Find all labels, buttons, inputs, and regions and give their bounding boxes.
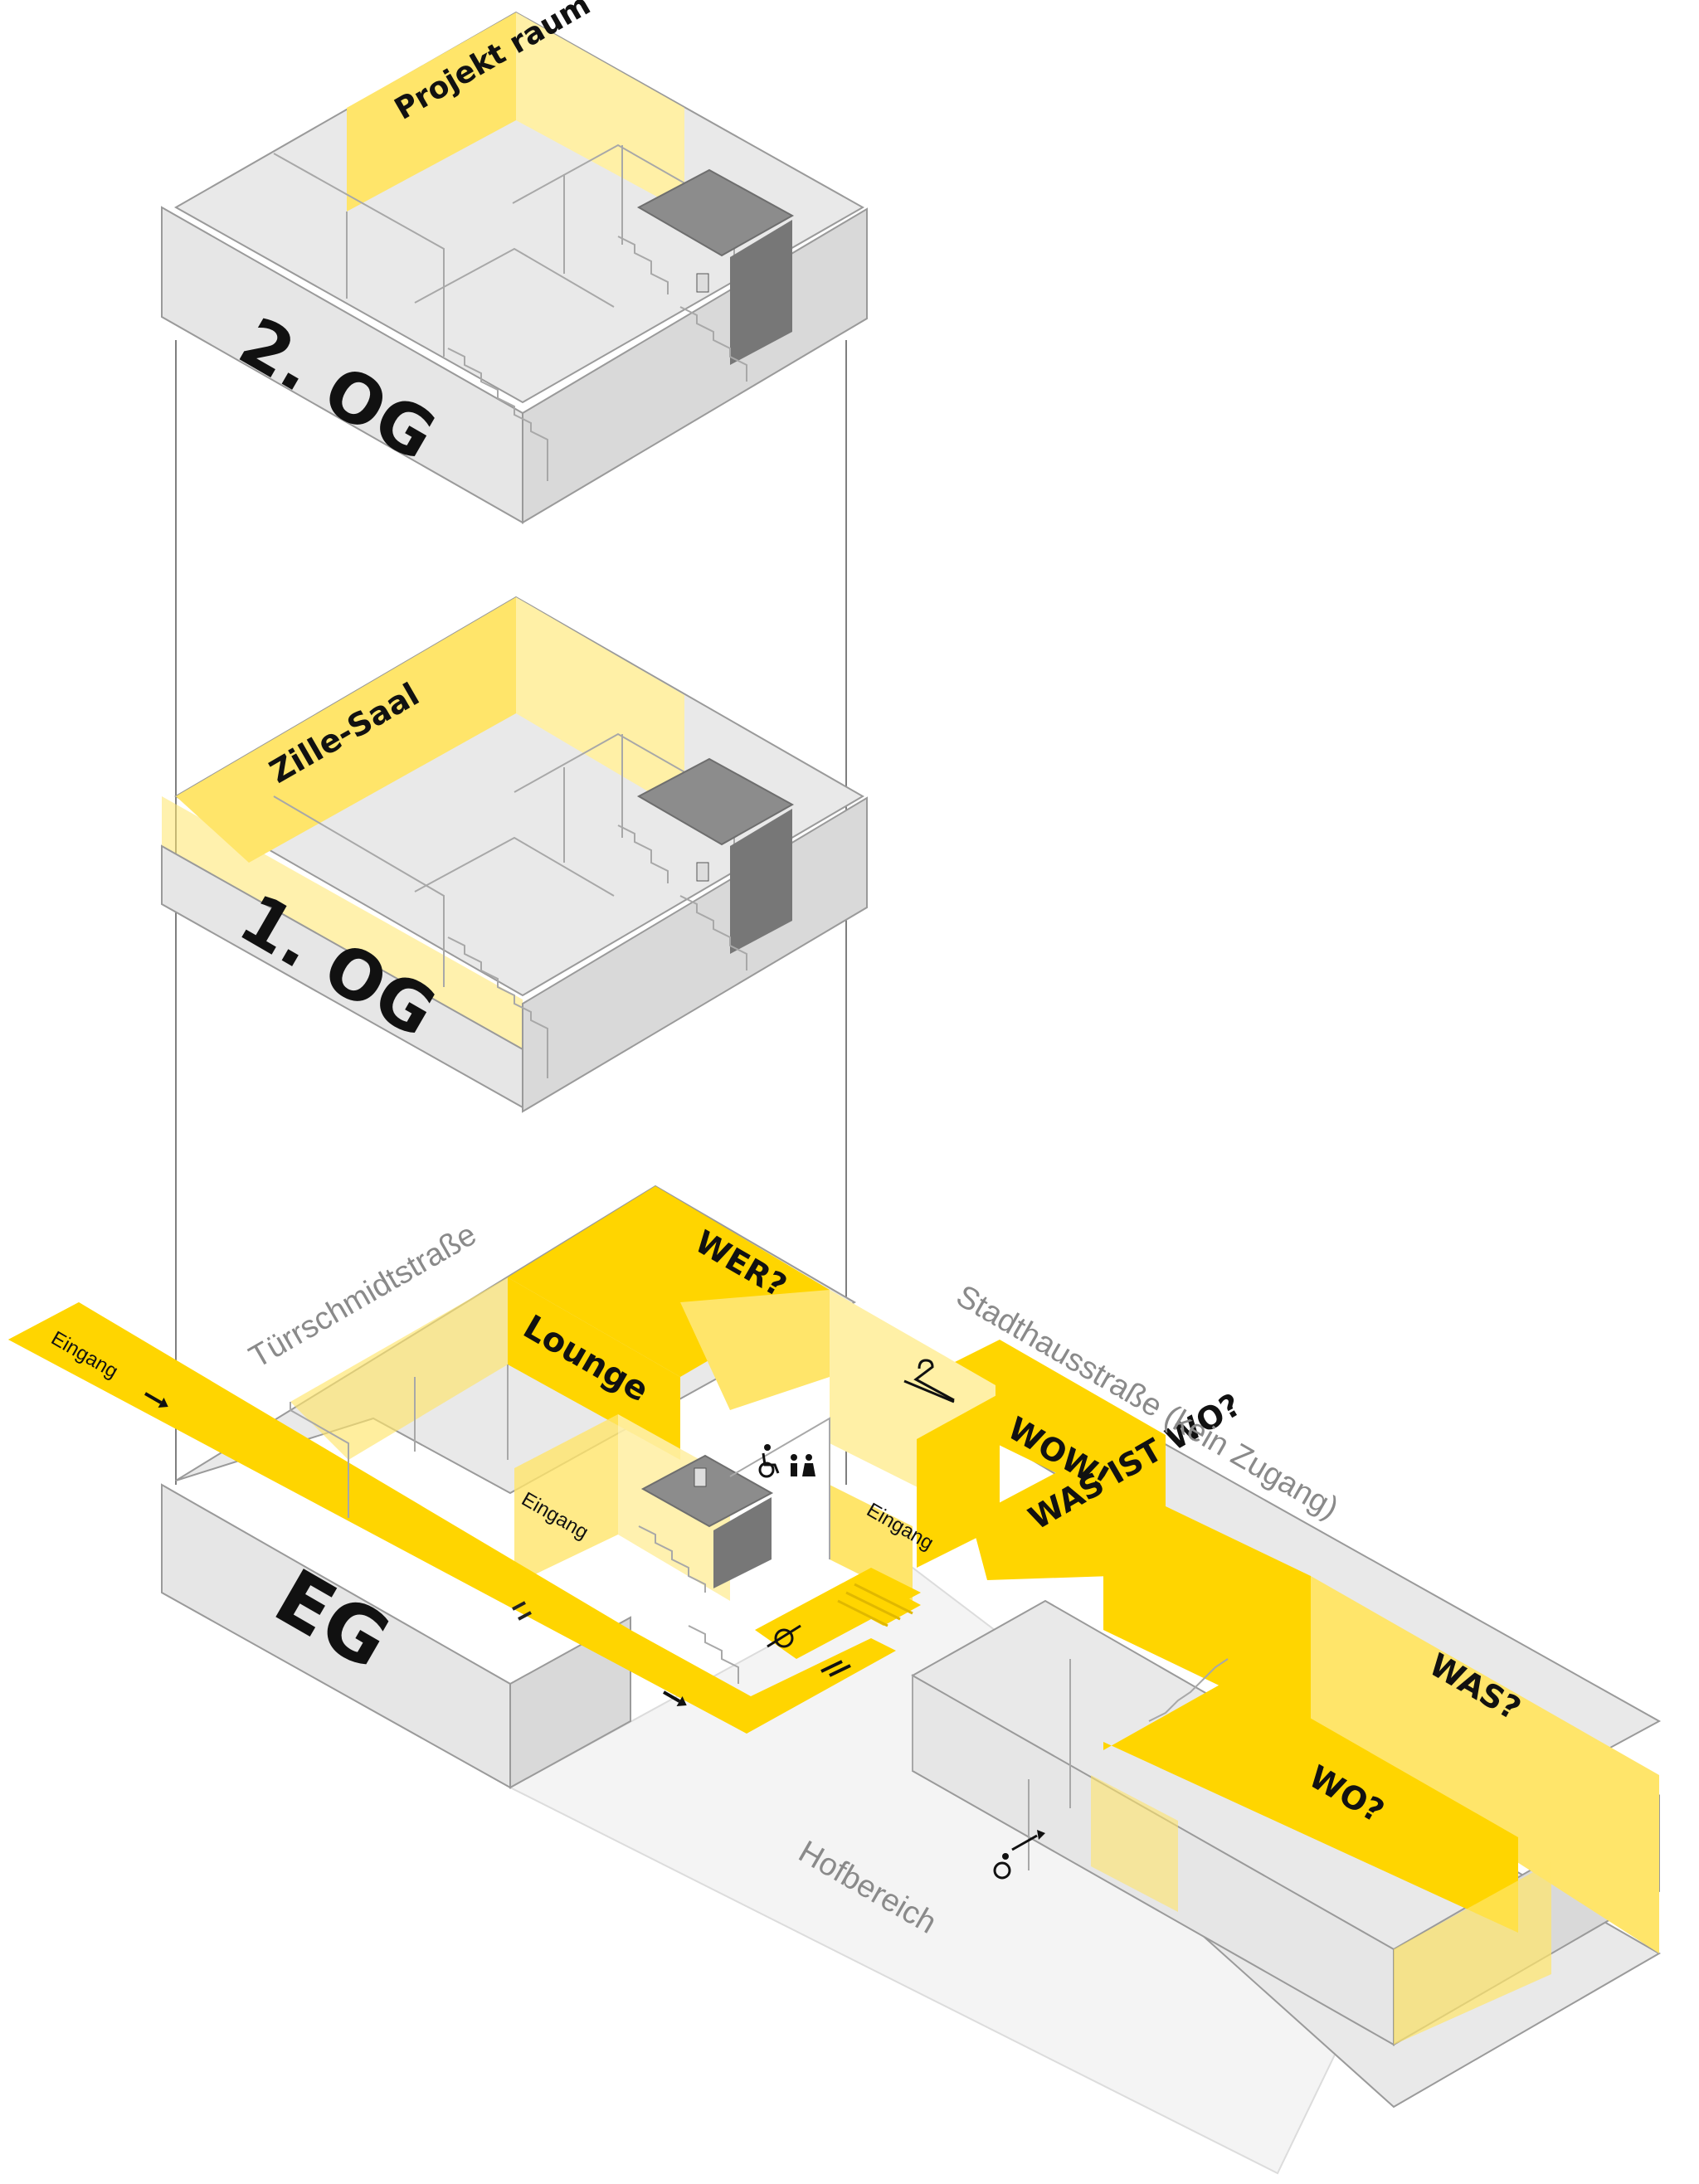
inner-path — [630, 1630, 896, 1734]
floor-eg: EG Lounge WER? WOW! WAS IST WO? WAS? WO?… — [8, 273, 1662, 2175]
accessible-icon-hof — [993, 1830, 1045, 1880]
floor-1og: 1. OG Zille-Saal — [161, 596, 868, 1113]
elevator-icon — [694, 273, 709, 1487]
elevator-2og — [636, 168, 795, 257]
accessible-ramp-icon — [767, 1624, 801, 1648]
wo-room-wall — [1103, 1676, 1518, 1933]
arrow-icon — [663, 1690, 687, 1707]
entrance-steps — [830, 1576, 921, 1627]
projektraum-wall-right — [516, 12, 684, 212]
swap-arrow-icon — [512, 1601, 851, 1677]
stairs-1og — [447, 824, 747, 1078]
lounge-room-wall — [508, 1277, 680, 1460]
arrow-icon — [144, 1392, 168, 1408]
stairs-2og — [447, 236, 747, 481]
floor-2og: 2. OG Projekt raum — [161, 0, 868, 524]
accessible-icon — [758, 1444, 780, 1478]
zillesaal-wall-right — [516, 597, 684, 813]
zillesaal-wall-left — [176, 597, 516, 863]
stairs-eg — [638, 1525, 1229, 1722]
projektraum-wall-left — [347, 12, 516, 212]
was-room-wall — [1103, 1476, 1311, 1729]
elevator-eg — [640, 1454, 774, 1528]
elevator-1og — [636, 757, 795, 846]
restroom-icon — [791, 1454, 815, 1476]
coat-hanger-icon — [903, 1359, 955, 1403]
was-room-wall-right — [1311, 1576, 1659, 1953]
